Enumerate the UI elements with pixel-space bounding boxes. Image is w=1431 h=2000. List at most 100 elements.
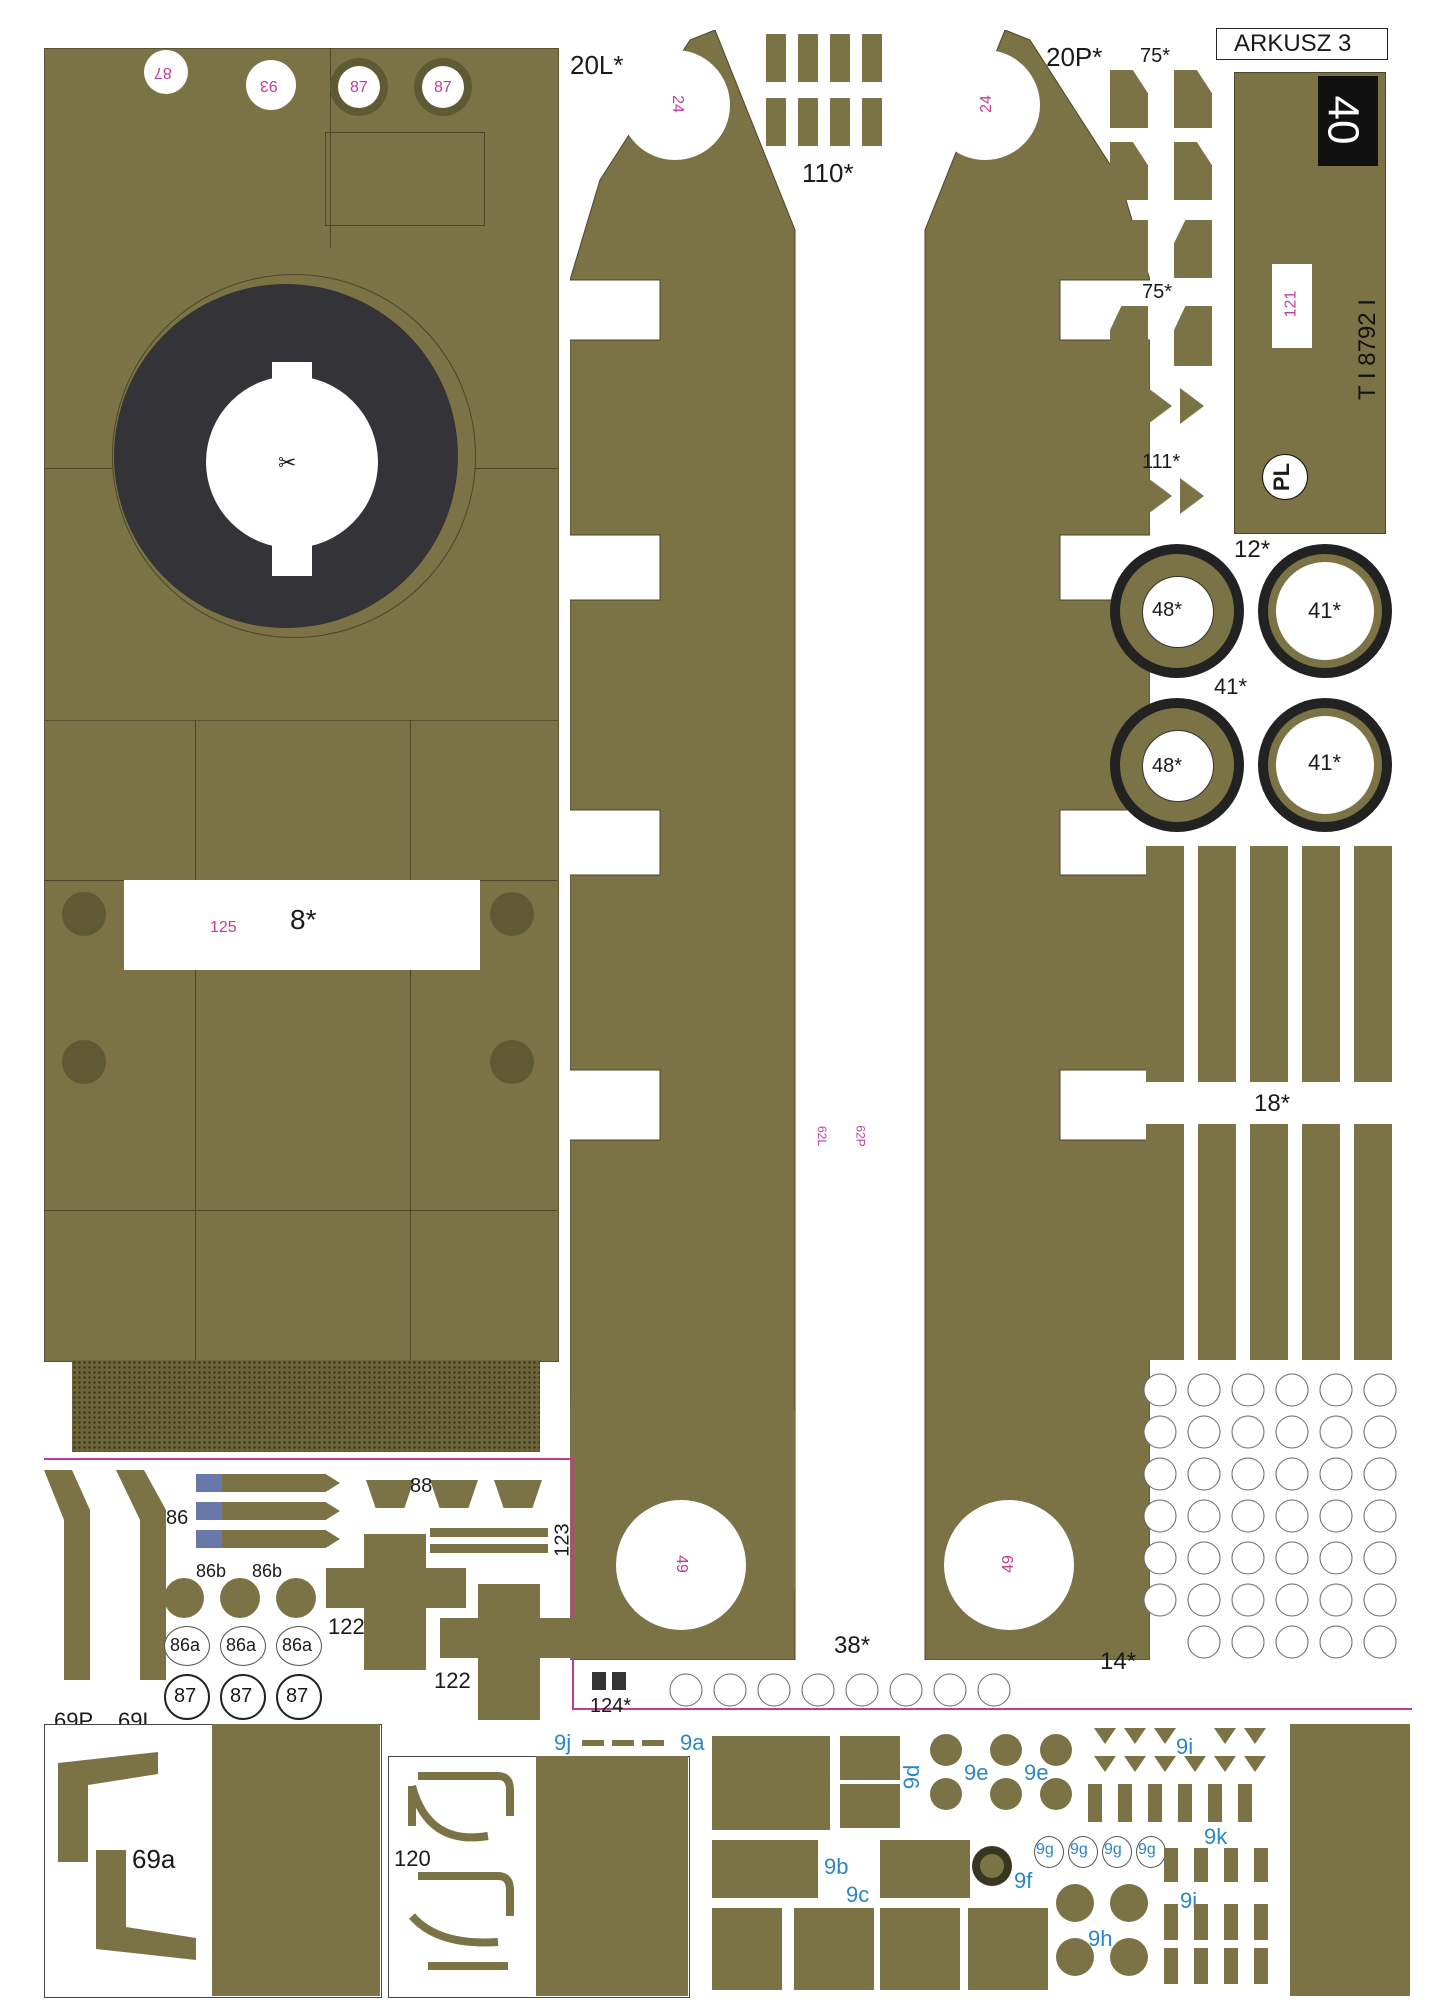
parts-86b-discs: [164, 1578, 324, 1622]
part-label-9f: 9f: [1014, 1868, 1033, 1893]
part-9f-ring-inner: [980, 1854, 1004, 1878]
part-9-plate: [794, 1908, 874, 1990]
part-label-14: 14*: [1100, 1648, 1137, 1675]
part-9h-discs: [1056, 1884, 1152, 1994]
part-9-pins: [1088, 1784, 1278, 1824]
part-label-9c: 9c: [846, 1882, 870, 1907]
part-label-9g: 9g: [1104, 1841, 1122, 1858]
part-87: [220, 1674, 266, 1720]
panel-seam: [195, 720, 196, 1360]
part-9e-discs: [930, 1734, 1090, 1844]
wheel-48-core: [1142, 730, 1214, 802]
parts-110: [766, 34, 886, 154]
bolt-ring: [62, 892, 106, 936]
part-120-handles: [408, 1772, 514, 1970]
glue-tab-87: [338, 66, 380, 108]
glue-tab-87: [422, 66, 464, 108]
part-9c-plate: [880, 1840, 970, 1898]
part-label-69a: 69a: [132, 1844, 176, 1874]
panel-seam: [410, 720, 411, 1360]
part-label-18: 18*: [1254, 1090, 1291, 1117]
glue-tab-49: [616, 1500, 746, 1630]
part-label-9a: 9a: [680, 1730, 705, 1755]
part-label-124: 124*: [590, 1695, 632, 1717]
guide-line-vertical: [572, 1458, 574, 1710]
part-9g: [1068, 1836, 1098, 1868]
part-label-9e: 9e: [1024, 1760, 1049, 1785]
part-label-87: 87: [230, 1685, 253, 1707]
part-86a: [276, 1626, 322, 1666]
glue-tab-label: 62P: [853, 1125, 868, 1147]
part-9-plate: [840, 1736, 900, 1780]
part-69-strips: [44, 1470, 166, 1680]
part-label-87: 87: [174, 1685, 197, 1707]
glue-tab-label: 87: [154, 64, 172, 81]
guide-line-bottom: [572, 1708, 1412, 1710]
part-label-38: 38*: [834, 1632, 871, 1659]
part-122-net: [440, 1584, 580, 1720]
part-label-123: 123: [551, 1523, 574, 1557]
part-label-86b: 86b: [196, 1561, 227, 1581]
glue-tab-label: 93: [260, 77, 278, 94]
part-label-8: 8*: [290, 904, 317, 935]
part-9k-pins: [1164, 1848, 1274, 1884]
engine-grille: [72, 1360, 540, 1452]
hull-rear-panel: [44, 720, 559, 1362]
parts-75: [1110, 70, 1220, 340]
part-122-net: [326, 1534, 466, 1670]
glue-tab-93: [246, 60, 296, 110]
turret-key-top: [272, 362, 312, 386]
part-9-plate: [880, 1908, 960, 1990]
turret-key-bottom: [272, 540, 312, 576]
sheet-title: ARKUSZ 3: [1234, 30, 1352, 57]
turret-opening: [206, 376, 378, 548]
part-9-plate: [712, 1908, 782, 1990]
glue-tab-label: 87: [350, 79, 368, 96]
part-label-9d: 9d: [899, 1764, 925, 1790]
guide-line-horizontal: [44, 1458, 572, 1460]
part-9g: [1136, 1836, 1166, 1868]
part-label-9i: 9i: [1176, 1734, 1194, 1759]
wheel-48-core: [1142, 576, 1214, 648]
glue-tab-label: 49: [999, 1555, 1017, 1573]
part-label-122: 122: [434, 1668, 471, 1693]
glue-tab-24: [930, 50, 1040, 160]
part-label-120: 120: [394, 1846, 431, 1871]
part-label-9g: 9g: [1070, 1841, 1088, 1858]
glue-tab-label: 62L: [815, 1125, 830, 1147]
part-69a-panel: [212, 1724, 380, 1996]
bolt-ring: [62, 1040, 106, 1084]
part-9-plate: [840, 1784, 900, 1828]
part-label-9e: 9e: [964, 1760, 989, 1785]
part-label-86a: 86a: [282, 1635, 313, 1655]
part-86a: [220, 1626, 266, 1666]
part-label-20L: 20L*: [570, 50, 624, 80]
part-label-41: 41*: [1308, 750, 1342, 775]
part-label-75: 75*: [1140, 45, 1171, 67]
part-120-panel: [536, 1756, 688, 1996]
part-label-48: 48*: [1152, 755, 1183, 777]
part-label-86b: 86b: [252, 1561, 283, 1581]
parts-111: [1116, 388, 1226, 528]
number-badge: [1318, 76, 1378, 166]
part-label-75: 75*: [1142, 281, 1173, 303]
sheet-title-box: [1216, 28, 1388, 60]
part-9a-plate: [712, 1736, 830, 1830]
registration-number: T I 8792 I: [1354, 299, 1381, 400]
wheel-41-core: [1276, 562, 1374, 660]
glue-tab-49: [944, 1500, 1074, 1630]
wheel-41-core: [1276, 716, 1374, 814]
part-9g: [1034, 1836, 1064, 1868]
part-label-9g: 9g: [1036, 1841, 1054, 1858]
panel-seam: [44, 1210, 557, 1211]
part-label-9b: 9b: [824, 1854, 849, 1879]
part-88-shapes: [366, 1480, 546, 1510]
glue-tab-label: 125: [210, 919, 237, 936]
number-badge-text: 40: [1318, 95, 1368, 145]
panel-seam: [330, 48, 331, 248]
country-badge: [1262, 454, 1308, 500]
side-panel-20L: [570, 30, 796, 1660]
glue-tab-label: 24: [977, 95, 995, 113]
part-124: [592, 1672, 632, 1692]
glue-tab-label: 87: [434, 79, 452, 96]
